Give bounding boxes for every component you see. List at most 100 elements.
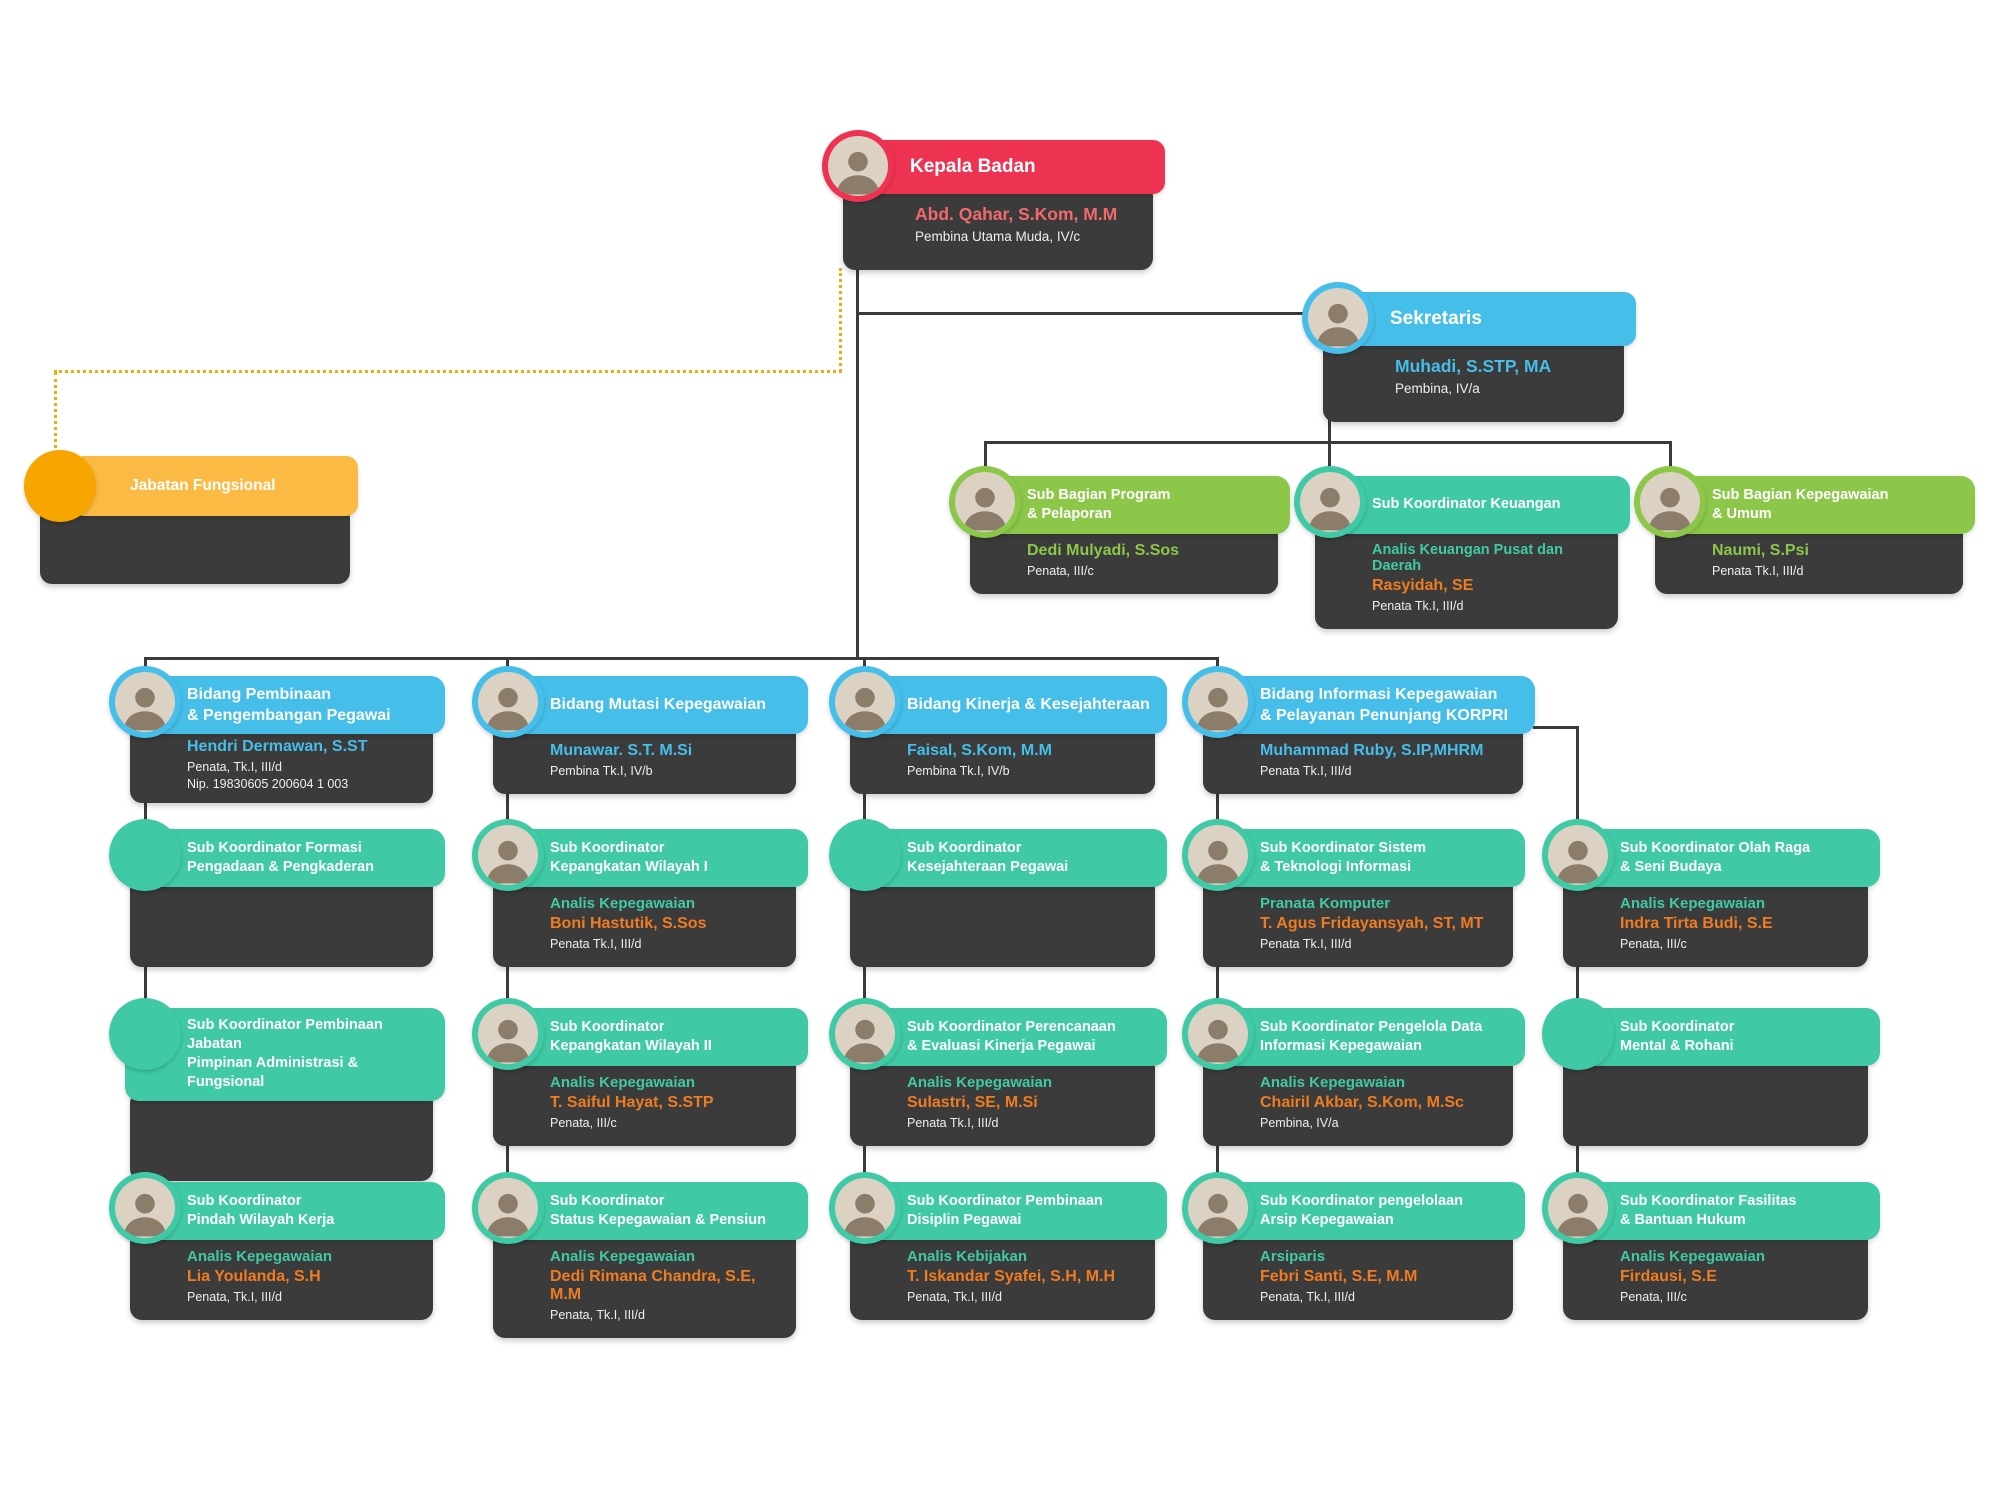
node-role: Analis Kepegawaian [187,1248,333,1265]
node-rank: Penata Tk.I, III/d [1260,764,1352,779]
node-person-name: Indra Tirta Budi, S.E [1620,915,1773,932]
node-sub-koordinator-keuangan: Sub Koordinator Keuangan Analis Keuangan… [1294,466,1630,629]
node-role: Arsiparis [1260,1248,1326,1265]
connector-dotted-line [54,370,842,373]
node-sub-koordinator-formasi: Sub Koordinator Formasi Pengadaan & Peng… [109,819,445,967]
node-person-name: Chairil Akbar, S.Kom, M.Sc [1260,1094,1464,1111]
node-role: Analis Kepegawaian [550,1248,696,1265]
node-sub-koordinator-kepangkatan-1: Sub Koordinator Kepangkatan Wilayah I An… [472,819,808,967]
node-title: Sub Koordinator Pindah Wilayah Kerja [187,1192,335,1228]
node-sub-koordinator-kesejahteraan: Sub Koordinator Kesejahteraan Pegawai [829,819,1167,967]
node-title: Sub Koordinator Pembinaan Disiplin Pegaw… [907,1192,1103,1228]
node-sub-bagian-kepegawaian-umum: Sub Bagian Kepegawaian & Umum Naumi, S.P… [1634,466,1975,594]
node-role: Analis Kepegawaian [1620,895,1766,912]
avatar [1294,466,1366,538]
avatar [1182,666,1254,738]
connector-line [863,750,866,1215]
node-rank: Penata, III/c [1620,937,1687,951]
node-person-name: Hendri Dermawan, S.ST [187,738,368,756]
node-nip: Nip. 19830605 200604 1 003 [187,777,349,792]
connector-dotted-line [54,372,57,454]
connector-line [1328,441,1331,483]
node-title: Sub Koordinator Pembinaan Jabatan Pimpin… [187,1017,383,1091]
connector-dotted-line [839,268,842,372]
connector-line [1533,726,1579,729]
avatar [1542,819,1614,891]
node-title: Sub Koordinator Kepangkatan Wilayah I [550,839,708,875]
node-title: Sub Bagian Program & Pelaporan [1027,486,1171,522]
node-kepala-badan: Kepala Badan Abd. Qahar, S.Kom, M.M Pemb… [822,130,1165,270]
node-sekretaris: Sekretaris Muhadi, S.STP, MA Pembina, IV… [1302,282,1636,422]
avatar-empty [1542,998,1614,1070]
node-title: Bidang Kinerja & Kesejahteraan [907,696,1150,714]
node-rank: Penata, Tk.I, III/d [187,1290,282,1304]
node-person-name: Munawar. S.T. M.Si [550,742,693,759]
node-sub-koordinator-perencanaan-evaluasi: Sub Koordinator Perencanaan & Evaluasi K… [829,998,1167,1146]
node-sub-koordinator-disiplin: Sub Koordinator Pembinaan Disiplin Pegaw… [829,1172,1167,1320]
node-title: Kepala Badan [910,156,1036,178]
node-rank: Pembina, IV/a [1260,1116,1339,1130]
node-title: Sub Koordinator Keuangan [1372,496,1561,513]
connector-line [984,441,987,483]
connector-line [1669,441,1672,483]
node-role: Analis Kepegawaian [550,1074,696,1091]
person-silhouette-icon [1300,472,1360,532]
node-body-empty [40,506,350,584]
person-silhouette-icon [1548,825,1608,885]
connector-line [1328,402,1331,444]
node-rank: Penata Tk.I, III/d [1712,564,1804,578]
avatar [1302,282,1374,354]
node-sub-koordinator-arsip: Sub Koordinator pengelolaan Arsip Kepega… [1182,1172,1525,1320]
avatar [109,1172,181,1244]
node-person-name: T. Saiful Hayat, S.STP [550,1094,714,1111]
node-bidang-informasi-kepegawaian: Bidang Informasi Kepegawaian & Pelayanan… [1182,666,1535,795]
node-jabatan-fungsional: Jabatan Fungsional [24,450,358,584]
connector-line [856,312,1304,315]
node-rank: Penata, Tk.I, III/d [550,1308,645,1322]
node-rank: Pembina Utama Muda, IV/c [915,229,1081,244]
node-title: Sub Koordinator Fasilitas & Bantuan Huku… [1620,1192,1797,1228]
node-rank: Penata, Tk.I, III/d [1260,1290,1355,1304]
node-title: Sub Koordinator Olah Raga & Seni Budaya [1620,839,1811,875]
person-silhouette-icon [835,1178,895,1238]
node-rank: Penata Tk.I, III/d [1372,599,1464,613]
node-person-name: T. Agus Fridayansyah, ST, MT [1260,915,1484,932]
node-person-name: Firdausi, S.E [1620,1268,1717,1285]
avatar-empty [109,819,181,891]
person-silhouette-icon [478,1178,538,1238]
avatar [109,666,181,738]
node-person-name: Muhammad Ruby, S.IP,MHRM [1260,742,1484,760]
person-silhouette-icon [115,1178,175,1238]
node-title: Sub Koordinator pengelolaan Arsip Kepega… [1260,1192,1464,1228]
node-sub-koordinator-kepangkatan-2: Sub Koordinator Kepangkatan Wilayah II A… [472,998,808,1146]
node-title: Bidang Informasi Kepegawaian & Pelayanan… [1260,686,1509,725]
person-silhouette-icon [1308,288,1368,348]
person-silhouette-icon [478,825,538,885]
node-body-empty [1563,1056,1868,1146]
avatar [1542,1172,1614,1244]
node-person-name: Naumi, S.Psi [1712,542,1809,559]
node-title: Jabatan Fungsional [130,476,276,494]
node-role: Analis Kebijakan [907,1248,1028,1265]
node-role: Analis Keuangan Pusat dan Daerah [1372,542,1563,574]
node-person-name: T. Iskandar Syafei, S.H, M.H [907,1268,1116,1285]
node-body-empty [130,1090,433,1181]
node-title: Sub Koordinator Kepangkatan Wilayah II [550,1018,712,1054]
person-silhouette-icon [1188,672,1248,732]
node-title: Sekretaris [1390,308,1482,330]
node-title: Sub Koordinator Pengelola Data Informasi… [1260,1018,1483,1054]
node-bidang-kinerja-kesejahteraan: Bidang Kinerja & Kesejahteraan Faisal, S… [829,666,1167,794]
node-title: Sub Koordinator Sistem & Teknologi Infor… [1260,839,1426,875]
person-silhouette-icon [835,1004,895,1064]
node-sub-koordinator-status-pensiun: Sub Koordinator Status Kepegawaian & Pen… [472,1172,808,1338]
avatar [822,130,894,202]
node-role: Analis Kepegawaian [550,895,696,912]
person-silhouette-icon [478,672,538,732]
node-rank: Pembina Tk.I, IV/b [907,764,1010,778]
node-rank: Penata, Tk.I, III/d [907,1290,1002,1304]
node-role: Analis Kepegawaian [907,1074,1053,1091]
node-rank: Penata, III/c [1027,564,1094,578]
node-title: Sub Koordinator Formasi Pengadaan & Peng… [187,839,374,875]
avatar [949,466,1021,538]
